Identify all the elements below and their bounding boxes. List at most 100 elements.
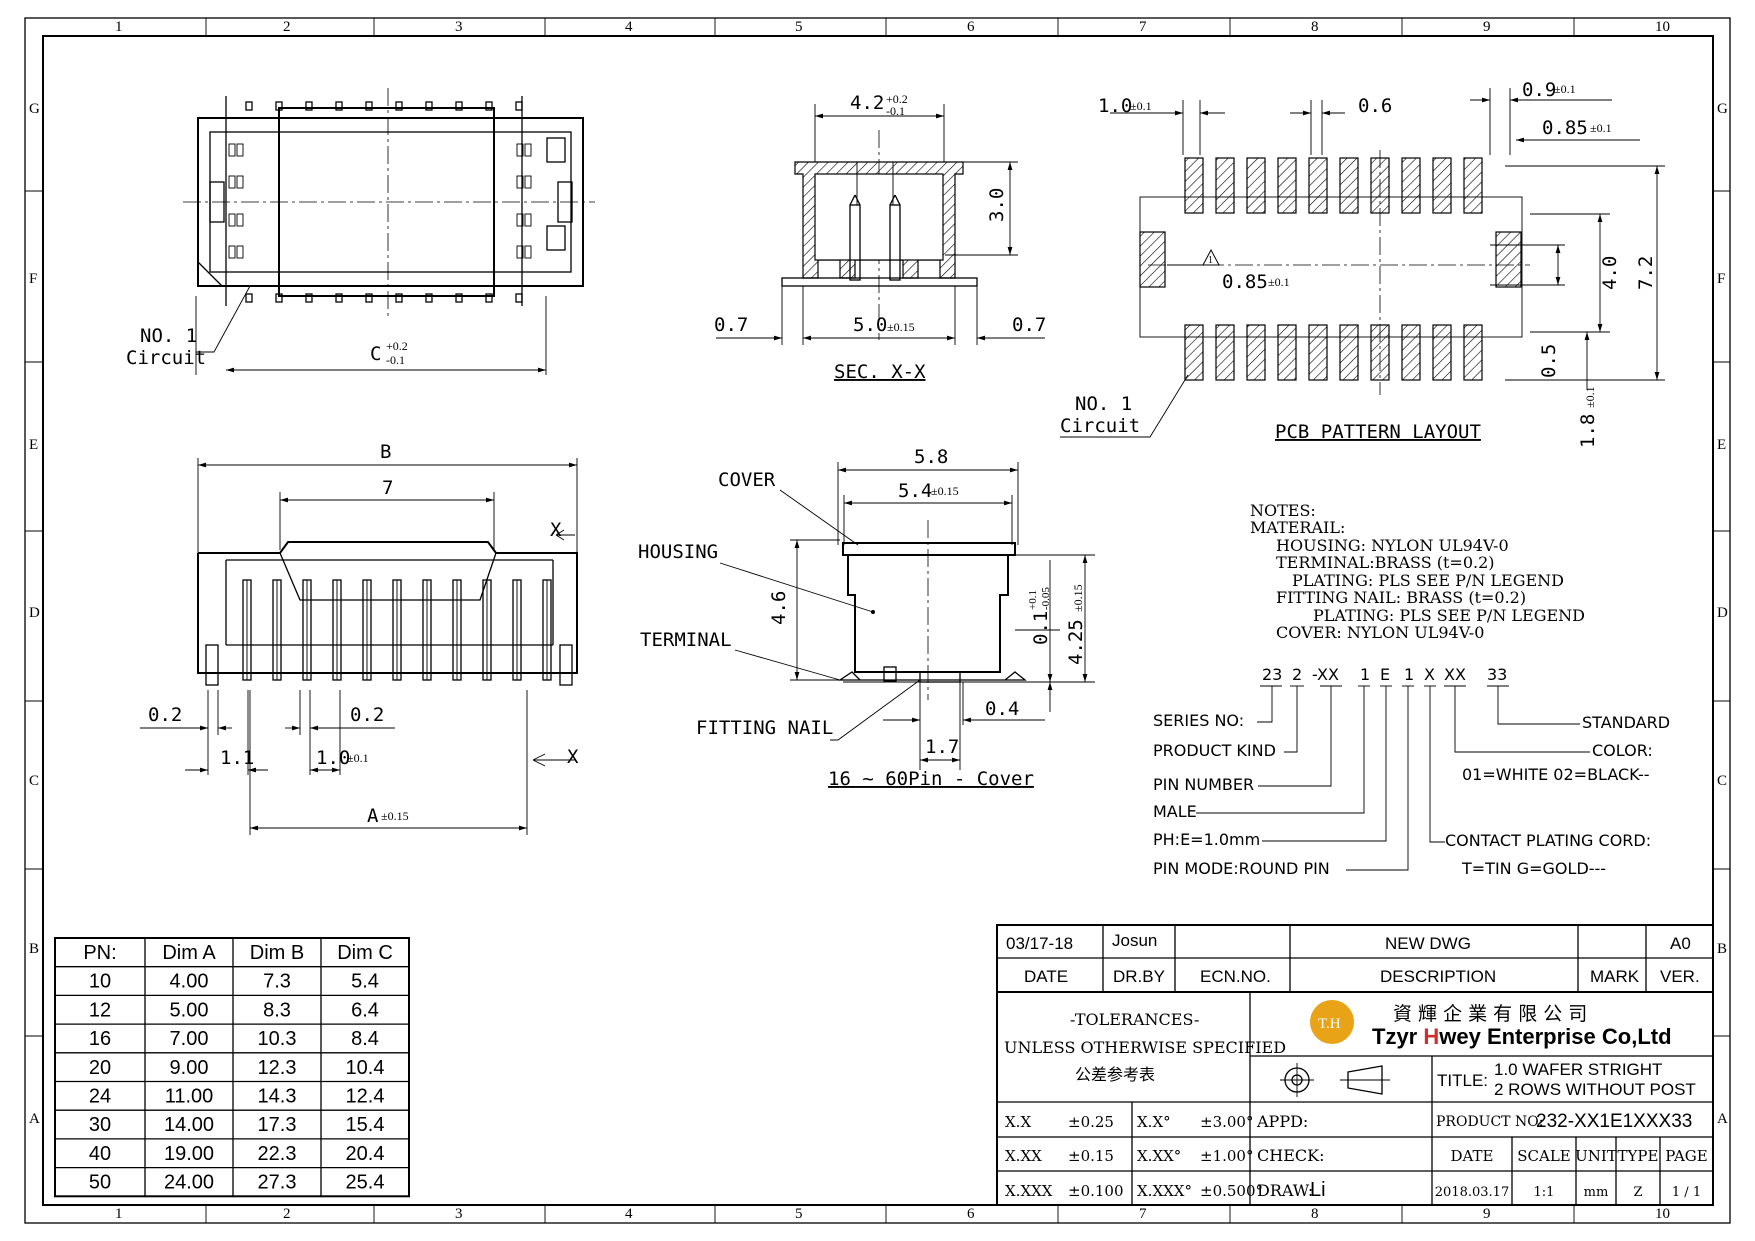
svg-text:DATE: DATE <box>1024 967 1068 986</box>
table-cell: 25.4 <box>346 1172 385 1194</box>
zone-col-label: 10 <box>1655 1206 1670 1222</box>
dim-top: 4.2 <box>850 92 884 114</box>
tolerance-value: ±0.15 <box>1068 1147 1114 1165</box>
zone-col-label: 5 <box>795 1206 803 1222</box>
svg-text:CONTACT PLATING CORD:: CONTACT PLATING CORD: <box>1445 831 1651 850</box>
dim-085: 0.85 <box>1542 117 1588 139</box>
zone-col-label: 9 <box>1483 19 1491 35</box>
svg-text:E: E <box>1380 665 1390 684</box>
svg-text:±0.15: ±0.15 <box>1071 584 1085 612</box>
section-title: SEC. X-X <box>834 361 926 383</box>
title-block: 03/17-18 Josun NEW DWG A0 DATE DR.BY ECN… <box>996 924 1714 1206</box>
x-bottom: X <box>567 746 579 768</box>
tolerance-value: ±1.00° <box>1200 1147 1253 1165</box>
pad <box>1277 157 1297 214</box>
title-line-2: 2 ROWS WITHOUT POST <box>1494 1080 1696 1099</box>
side-view: B 7 X X 0.2 0.2 1.1 1.0 ±0.1 <box>140 441 579 835</box>
table-cell: 50 <box>89 1172 111 1194</box>
svg-text:COLOR:: COLOR: <box>1592 741 1653 760</box>
svg-text:DRAW:: DRAW: <box>1257 1181 1313 1200</box>
pad <box>1184 157 1204 214</box>
dim-10: 1.0 <box>316 747 350 769</box>
rev-desc: NEW DWG <box>1385 934 1471 953</box>
svg-text:MALE: MALE <box>1153 802 1197 821</box>
table-cell: 6.4 <box>351 999 379 1021</box>
table-cell: 24.00 <box>164 1172 214 1194</box>
zone-row-label: D <box>29 605 40 621</box>
svg-text:T=TIN G=GOLD---: T=TIN G=GOLD--- <box>1461 859 1606 878</box>
table-cell: 9.00 <box>170 1057 209 1079</box>
cover-title: 16 ~ 60Pin - Cover <box>828 768 1034 790</box>
svg-text:1: 1 <box>1404 665 1414 684</box>
pad <box>1370 157 1390 214</box>
tb-v2: mm <box>1584 1185 1609 1200</box>
dim-bottom: 5.0 <box>853 314 887 336</box>
table-cell: 10.3 <box>258 1028 297 1050</box>
table-cell: 24 <box>89 1086 111 1108</box>
dim-05: 0.5 <box>1538 344 1560 378</box>
svg-text:±0.1: ±0.1 <box>1583 386 1597 408</box>
zone-row-label: C <box>1717 773 1727 789</box>
dim-01: 0.1 <box>1030 611 1052 645</box>
dim-11: 1.1 <box>220 747 254 769</box>
svg-text:APPD:: APPD: <box>1256 1112 1308 1131</box>
svg-text:PIN MODE:ROUND PIN: PIN MODE:ROUND PIN <box>1153 859 1330 878</box>
pad <box>1370 324 1390 381</box>
zone-col-label: 1 <box>115 1206 123 1222</box>
tb-h2: TYPE <box>1618 1147 1659 1165</box>
draw-name: Li <box>1310 1179 1326 1201</box>
svg-text:STANDARD: STANDARD <box>1582 713 1670 732</box>
no1-label: NO. 1 <box>140 325 197 347</box>
tb-h2: UNIT <box>1575 1147 1617 1165</box>
zone-row-label: E <box>29 437 38 453</box>
svg-text:MATERAIL:: MATERAIL: <box>1250 518 1345 537</box>
tb-h2: SCALE <box>1517 1147 1571 1165</box>
zone-row-label: F <box>1717 271 1725 287</box>
zone-col-label: 2 <box>283 1206 291 1222</box>
pad <box>1215 157 1235 214</box>
tolerance-value: X.X° <box>1137 1113 1171 1131</box>
dim-right: 0.7 <box>1012 314 1046 336</box>
table-header: PN: <box>83 942 116 964</box>
tolerance-value: X.XX° <box>1137 1147 1181 1165</box>
company-cn: 資 輝 企 業 有 限 公 司 <box>1393 1003 1587 1025</box>
svg-text:-XX: -XX <box>1312 665 1339 684</box>
pcb-circuit-label: Circuit <box>1060 415 1140 437</box>
svg-text:HOUSING: NYLON UL94V-0: HOUSING: NYLON UL94V-0 <box>1276 536 1509 555</box>
pad <box>1339 324 1359 381</box>
pad <box>1246 324 1266 381</box>
pad <box>1432 157 1452 214</box>
pad <box>1308 157 1328 214</box>
svg-text:VER.: VER. <box>1660 967 1700 986</box>
table-cell: 22.3 <box>258 1143 297 1165</box>
zone-col-label: 7 <box>1139 1206 1147 1222</box>
dim-a: A <box>367 805 379 827</box>
dim-17: 1.7 <box>925 736 959 758</box>
dim-04: 0.4 <box>985 698 1019 720</box>
svg-text:+0.2: +0.2 <box>886 92 908 106</box>
svg-text:±0.1: ±0.1 <box>1268 275 1290 289</box>
zone-row-label: D <box>1717 605 1728 621</box>
dim-02a: 0.2 <box>148 704 182 726</box>
pad <box>1401 157 1421 214</box>
svg-text:TERMINAL:BRASS (t=0.2): TERMINAL:BRASS (t=0.2) <box>1276 553 1495 572</box>
svg-text:±0.1: ±0.1 <box>1554 82 1576 96</box>
table-cell: 7.3 <box>263 971 291 993</box>
table-cell: 15.4 <box>346 1114 385 1136</box>
table-cell: 40 <box>89 1143 111 1165</box>
rev-ver: A0 <box>1670 934 1691 953</box>
notes: NOTES: MATERAIL: HOUSING: NYLON UL94V-0 … <box>1250 501 1585 642</box>
zone-row-label: A <box>1717 1111 1728 1127</box>
zone-row-label: C <box>29 773 39 789</box>
zone-col-label: 7 <box>1139 19 1147 35</box>
cover-label: COVER <box>718 469 776 491</box>
zone-row-label: B <box>29 941 39 957</box>
table-cell: 7.00 <box>170 1028 209 1050</box>
dim-09: 0.9 <box>1522 79 1556 101</box>
svg-text:ECN.NO.: ECN.NO. <box>1200 967 1271 986</box>
table-cell: 20 <box>89 1057 111 1079</box>
svg-text:PH:E=1.0mm: PH:E=1.0mm <box>1153 830 1260 849</box>
